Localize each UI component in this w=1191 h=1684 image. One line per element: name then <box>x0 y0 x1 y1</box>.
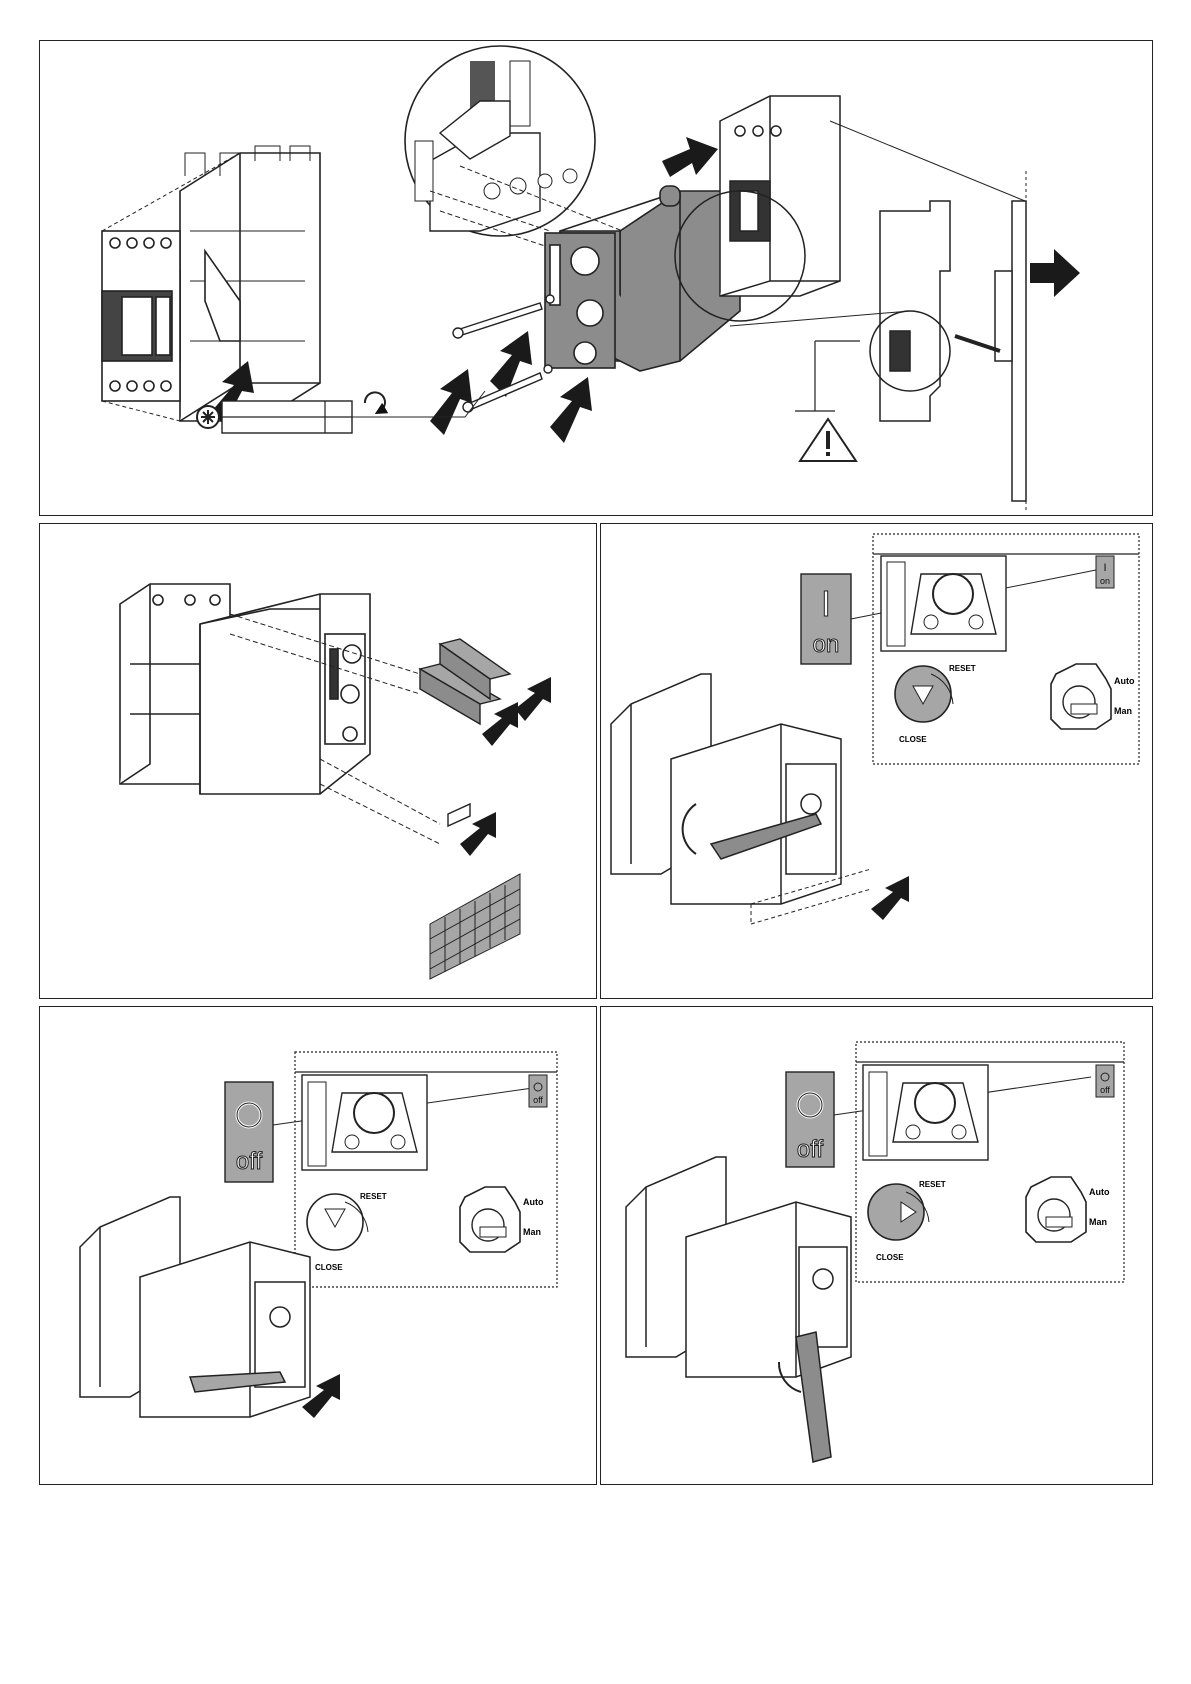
on-small-symbol: I <box>1103 562 1106 574</box>
off-small-symbol: O <box>1105 1056 1106 1058</box>
mounting-illustration <box>40 41 1154 517</box>
off-small-symbol: O <box>538 1066 539 1068</box>
reset-label: RESET <box>949 664 976 673</box>
accessories-illustration <box>40 524 598 1000</box>
close-label: CLOSE <box>899 735 927 744</box>
off-state-illustration-1: off O off O RESET CLOSE Auto Man <box>40 1007 598 1486</box>
circuit-breaker <box>102 146 320 421</box>
panel-on-state: I on I on RESET CLOSE Auto Man <box>600 523 1153 999</box>
off-label: off <box>797 1136 824 1163</box>
off-symbol: O <box>249 1066 250 1068</box>
detail-magnifier <box>405 46 660 251</box>
off-label: off <box>236 1148 263 1175</box>
on-symbol: I <box>821 583 831 624</box>
off-small-label: off <box>533 1095 543 1105</box>
man-label: Man <box>1089 1217 1107 1227</box>
rotate-arrow-icon <box>365 392 385 411</box>
auto-label: Auto <box>523 1197 544 1207</box>
on-small-label: on <box>1100 576 1110 586</box>
off-symbol: O <box>810 1056 811 1058</box>
insert-arrow-icon <box>871 876 909 920</box>
auto-label: Auto <box>1114 676 1135 686</box>
panel-accessories <box>39 523 597 999</box>
panel-off-state-1: off O off O RESET CLOSE Auto Man <box>39 1006 597 1485</box>
on-label: on <box>813 631 840 658</box>
warning-triangle-icon <box>795 341 860 461</box>
reset-label: RESET <box>360 1192 387 1201</box>
off-small-label: off <box>1100 1085 1110 1095</box>
shutter-grid <box>430 874 520 979</box>
close-label: CLOSE <box>876 1253 904 1262</box>
breaker-right <box>720 96 840 296</box>
panel-off-state-2: off O off O RESET CLOSE Auto Man <box>600 1006 1153 1485</box>
motor-operator <box>545 186 740 371</box>
close-label: CLOSE <box>315 1263 343 1272</box>
man-label: Man <box>523 1227 541 1237</box>
reset-label: RESET <box>919 1180 946 1189</box>
auto-label: Auto <box>1089 1187 1110 1197</box>
panel-mounting <box>39 40 1153 516</box>
off-state-illustration-2: off O off O RESET CLOSE Auto Man <box>601 1007 1154 1486</box>
on-state-illustration: I on I on RESET CLOSE Auto Man <box>601 524 1154 1000</box>
man-label: Man <box>1114 706 1132 716</box>
